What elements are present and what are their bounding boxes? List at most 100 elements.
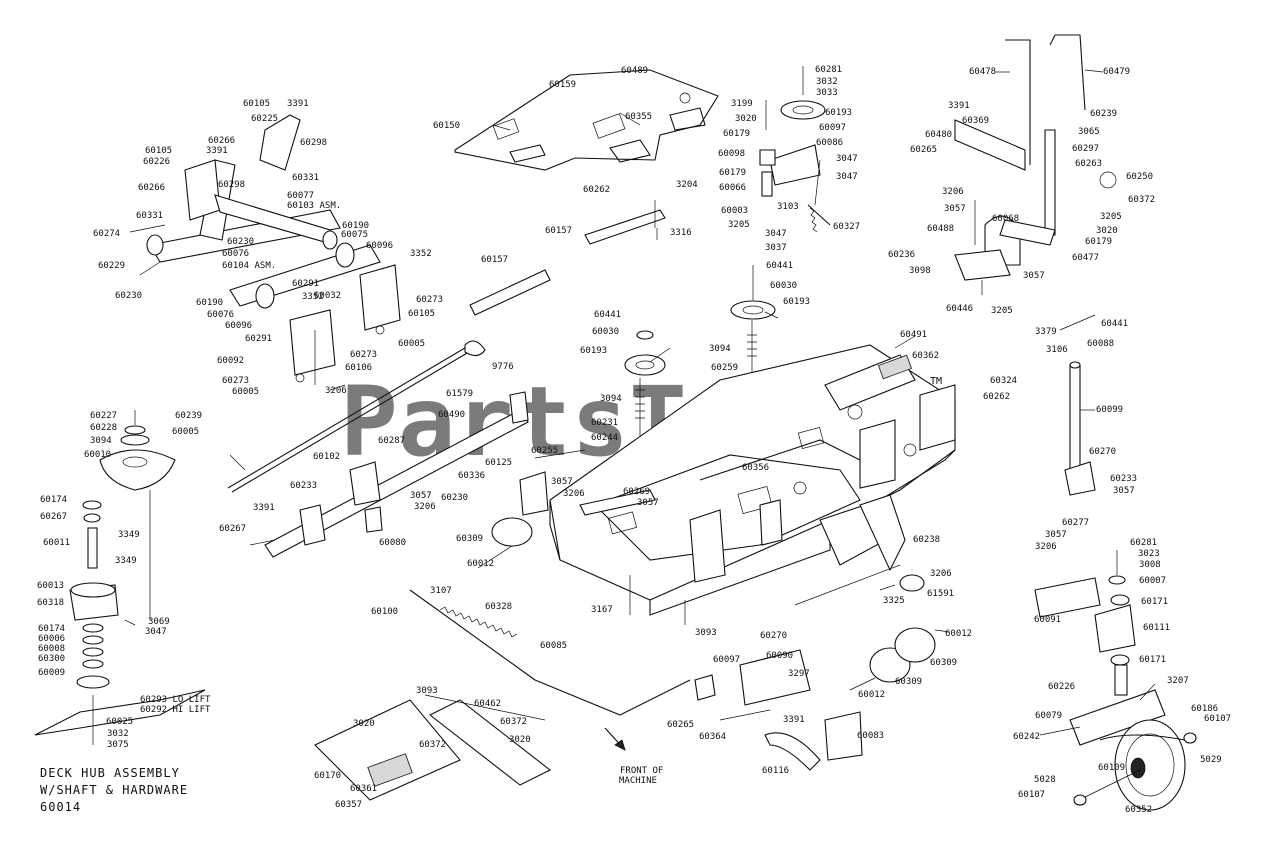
part-label-60009: 60009 [38, 668, 65, 678]
part-label-60274: 60274 [93, 229, 120, 239]
part-label-9776: 9776 [492, 362, 514, 372]
part-label-60233: 60233 [1110, 474, 1137, 484]
part-label-3094: 3094 [709, 344, 731, 354]
part-label-60277: 60277 [1062, 518, 1089, 528]
part-label-60300: 60300 [38, 654, 65, 664]
part-label-3391: 3391 [948, 101, 970, 111]
part-label-60489: 60489 [621, 66, 648, 76]
part-label-60107: 60107 [1204, 714, 1231, 724]
part-label-60226: 60226 [143, 157, 170, 167]
part-label-3093: 3093 [416, 686, 438, 696]
part-label-3207: 3207 [1167, 676, 1189, 686]
part-label-60273: 60273 [350, 350, 377, 360]
part-label-60309: 60309 [930, 658, 957, 668]
caption-line-1: DECK HUB ASSEMBLY [40, 766, 180, 780]
part-label-60230: 60230 [227, 237, 254, 247]
part-label-60239: 60239 [175, 411, 202, 421]
part-label-60262: 60262 [983, 392, 1010, 402]
part-label-60179: 60179 [1085, 237, 1112, 247]
diagram-caption: DECK HUB ASSEMBLY W/SHAFT & HARDWARE 600… [40, 766, 187, 814]
part-label-3032: 3032 [816, 77, 838, 87]
part-label-60090: 60090 [766, 651, 793, 661]
idler-pulley-mid [730, 265, 776, 385]
part-label-60085: 60085 [540, 641, 567, 651]
part-label-3316: 3316 [670, 228, 692, 238]
part-label-60225: 60225 [251, 114, 278, 124]
part-label-60157: 60157 [545, 226, 572, 236]
part-label-3047: 3047 [836, 172, 858, 182]
part-label-60171: 60171 [1141, 597, 1168, 607]
part-label-60111: 60111 [1143, 623, 1170, 633]
idler-rollers [849, 627, 951, 691]
part-label-60005: 60005 [232, 387, 259, 397]
part-label-3065: 3065 [1078, 127, 1100, 137]
part-label-60441: 60441 [594, 310, 621, 320]
part-label-60116: 60116 [762, 766, 789, 776]
part-label-60076: 60076 [222, 249, 249, 259]
part-label-3204: 3204 [676, 180, 698, 190]
part-label-60193: 60193 [783, 297, 810, 307]
part-label-3033: 3033 [816, 88, 838, 98]
leader-lines [229, 69, 1104, 471]
part-label-60318: 60318 [37, 598, 64, 608]
part-label-60186: 60186 [1191, 704, 1218, 714]
part-label-3057: 3057 [1045, 530, 1067, 540]
part-label-3325: 3325 [883, 596, 905, 606]
part-label-60266: 60266 [138, 183, 165, 193]
part-label-3057: 3057 [410, 491, 432, 501]
part-label-60231: 60231 [591, 418, 618, 428]
part-label-5029: 5029 [1200, 755, 1222, 765]
lift-handle-assembly [954, 34, 1117, 295]
part-label-60331: 60331 [292, 173, 319, 183]
part-label-60006: 60006 [38, 634, 65, 644]
part-label-3352: 3352 [410, 249, 432, 259]
part-label-3297: 3297 [788, 669, 810, 679]
part-label-60238: 60238 [913, 535, 940, 545]
part-label-3391: 3391 [287, 99, 309, 109]
part-label-60372: 60372 [1128, 195, 1155, 205]
part-label-60488: 60488 [927, 224, 954, 234]
part-label-60077: 60077 [287, 191, 314, 201]
part-label-60013: 60013 [37, 581, 64, 591]
part-label-60298: 60298 [300, 138, 327, 148]
part-label-60270: 60270 [760, 631, 787, 641]
part-label-60259: 60259 [711, 363, 738, 373]
part-label-60477: 60477 [1072, 253, 1099, 263]
mower-deck-housing [549, 344, 956, 616]
part-label-3391: 3391 [206, 146, 228, 156]
part-label-60361: 60361 [350, 784, 377, 794]
part-label-60270: 60270 [1089, 447, 1116, 457]
caster-wheel-assembly [1034, 550, 1197, 811]
part-label-60265: 60265 [667, 720, 694, 730]
part-label-60007: 60007 [1139, 576, 1166, 586]
part-label-60005: 60005 [172, 427, 199, 437]
part-label-60357: 60357 [335, 800, 362, 810]
part-label-60309: 60309 [456, 534, 483, 544]
part-label-60244: 60244 [591, 433, 618, 443]
part-label-60193: 60193 [580, 346, 607, 356]
part-label-5028: 5028 [1034, 775, 1056, 785]
part-label-3093: 3093 [695, 628, 717, 638]
watermark-trademark: TM [930, 376, 942, 387]
part-label-3205: 3205 [991, 306, 1013, 316]
part-label-60265: 60265 [910, 145, 937, 155]
part-label-3047: 3047 [765, 229, 787, 239]
part-label-60179: 60179 [719, 168, 746, 178]
part-label-60226: 60226 [1048, 682, 1075, 692]
part-label-3206: 3206 [930, 569, 952, 579]
part-label-3057: 3057 [1023, 271, 1045, 281]
part-label-3057: 3057 [551, 477, 573, 487]
part-label-60097: 60097 [713, 655, 740, 665]
part-label-60297: 60297 [1072, 144, 1099, 154]
part-label-60105: 60105 [243, 99, 270, 109]
tension-rod-spring [409, 517, 691, 716]
part-label-60362: 60362 [912, 351, 939, 361]
front-note-line-2: MACHINE [619, 776, 657, 786]
part-label-3205: 3205 [728, 220, 750, 230]
part-label-60480: 60480 [925, 130, 952, 140]
part-label-60096: 60096 [225, 321, 252, 331]
hitch-bracket [694, 649, 863, 771]
part-label-60066: 60066 [719, 183, 746, 193]
